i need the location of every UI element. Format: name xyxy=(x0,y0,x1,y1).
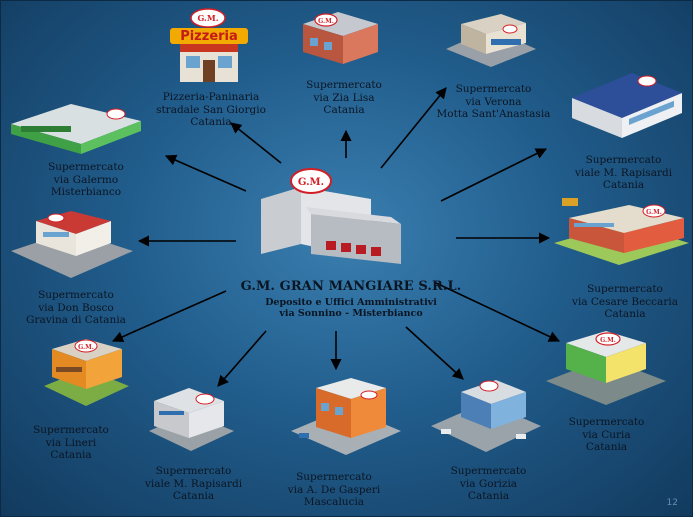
svg-text:G.M.: G.M. xyxy=(646,209,662,216)
store-line-2: via Zia Lisa xyxy=(313,91,375,104)
company-address: Deposito e Uffici Amministrativi via Son… xyxy=(206,297,496,319)
store-line-2: via Galermo xyxy=(53,173,119,186)
store-line-3: Gravina di Catania xyxy=(26,314,126,326)
svg-text:G.M.: G.M. xyxy=(318,18,334,25)
warehouse-building-icon: G.M. xyxy=(261,168,401,264)
store-line-2: via Curia xyxy=(582,428,631,441)
store-line-2: viale M. Rapisardi xyxy=(574,166,673,179)
svg-text:G.M.: G.M. xyxy=(198,13,219,23)
store-line-3: Mascalucia xyxy=(303,496,365,508)
store-line-2: stradale San Giorgio xyxy=(156,103,266,116)
store-building-verona-icon xyxy=(446,14,536,67)
store-label-rapisardi-1: Supermercato viale M. Rapisardi Catania xyxy=(561,154,686,192)
svg-text:Pizzeria: Pizzeria xyxy=(180,29,238,44)
store-line-1: Supermercato xyxy=(296,471,372,483)
arrow-to-verona xyxy=(380,87,447,169)
company-name: G.M. GRAN MANGIARE S.R.L. xyxy=(240,279,462,294)
arrow-to-pizzeria xyxy=(230,122,282,164)
store-line-1: Supermercato xyxy=(306,79,382,91)
store-building-beccaria-icon: G.M. xyxy=(554,198,689,265)
store-line-3: Catania xyxy=(604,308,646,320)
store-line-2: via Lineri xyxy=(45,436,97,449)
store-label-gorizia: Supermercato via Gorizia Catania xyxy=(431,465,546,503)
store-line-2: via Verona xyxy=(465,95,522,108)
company-sub-line-2: via Sonnino - Misterbianco xyxy=(279,308,423,319)
store-line-1: Pizzeria-Paninaria xyxy=(162,91,260,103)
store-line-3: Catania xyxy=(585,441,628,453)
store-line-1: Supermercato xyxy=(48,161,124,173)
store-line-3: Catania xyxy=(172,490,215,502)
store-line-3: Catania xyxy=(50,449,92,461)
store-line-2: via A. De Gasperi xyxy=(287,483,381,496)
store-building-gorizia-icon xyxy=(431,380,541,452)
store-building-lineri-icon: G.M. xyxy=(44,339,129,406)
store-line-2: via Don Bosco xyxy=(38,301,114,314)
store-line-1: Supermercato xyxy=(455,83,532,95)
arrow-to-rapisardi-2 xyxy=(217,330,267,387)
store-label-de-gasperi: Supermercato via A. De Gasperi Mascaluci… xyxy=(279,471,389,509)
store-building-galermo-icon xyxy=(11,104,141,154)
svg-text:G.M.: G.M. xyxy=(78,344,94,351)
store-line-1: Supermercato xyxy=(587,283,663,295)
store-line-3: Catania xyxy=(190,116,232,128)
store-line-1: Supermercato xyxy=(155,465,232,477)
store-line-3: Catania xyxy=(467,490,510,502)
arrow-to-gorizia xyxy=(405,326,464,380)
store-line-2: via Gorizia xyxy=(459,477,518,490)
arrow-to-galermo xyxy=(164,154,247,192)
store-line-1: Supermercato xyxy=(568,416,645,428)
store-building-de-gasperi-icon xyxy=(291,378,401,455)
svg-text:G.M.: G.M. xyxy=(600,337,616,344)
store-line-3: Motta Sant'Anastasia xyxy=(436,108,551,120)
store-building-rapisardi-1-icon xyxy=(572,73,682,138)
store-label-zia-lisa: Supermercato via Zia Lisa Catania xyxy=(289,79,399,117)
store-label-galermo: Supermercato via Galermo Misterbianco xyxy=(36,161,136,199)
store-label-rapisardi-2: Supermercato viale M. Rapisardi Catania xyxy=(136,465,251,503)
store-label-verona: Supermercato via Verona Motta Sant'Anast… xyxy=(426,83,561,121)
company-sub-line-1: Deposito e Uffici Amministrativi xyxy=(265,297,437,308)
store-line-2: viale M. Rapisardi xyxy=(144,477,243,490)
store-building-rapisardi-2-icon xyxy=(149,388,234,451)
store-label-don-bosco: Supermercato via Don Bosco Gravina di Ca… xyxy=(16,289,136,327)
arrow-to-curia xyxy=(435,282,561,342)
store-label-curia: Supermercato via Curia Catania xyxy=(554,416,659,454)
pizzeria-building-icon: G.M. Pizzeria xyxy=(170,8,248,82)
store-line-3: Catania xyxy=(323,104,365,116)
arrow-to-lineri xyxy=(111,290,227,343)
store-line-1: Supermercato xyxy=(33,424,109,436)
store-label-beccaria: Supermercato via Cesare Beccaria Catania xyxy=(561,283,689,321)
store-line-1: Supermercato xyxy=(585,154,662,166)
store-line-1: Supermercato xyxy=(38,289,114,301)
store-building-zia-lisa-icon: G.M. xyxy=(303,12,378,64)
store-line-1: Supermercato xyxy=(450,465,527,477)
arrow-to-rapisardi-1 xyxy=(440,148,548,202)
store-line-2: via Cesare Beccaria xyxy=(572,295,678,308)
store-label-lineri: Supermercato via Lineri Catania xyxy=(21,424,121,462)
store-line-3: Misterbianco xyxy=(50,186,122,198)
svg-text:G.M.: G.M. xyxy=(298,177,324,188)
store-building-don-bosco-icon xyxy=(11,211,133,278)
store-building-curia-icon: G.M. xyxy=(546,331,666,405)
page-number: 12 xyxy=(666,498,678,508)
store-line-3: Catania xyxy=(602,179,645,191)
store-label-pizzeria: Pizzeria-Paninaria stradale San Giorgio … xyxy=(151,91,271,129)
